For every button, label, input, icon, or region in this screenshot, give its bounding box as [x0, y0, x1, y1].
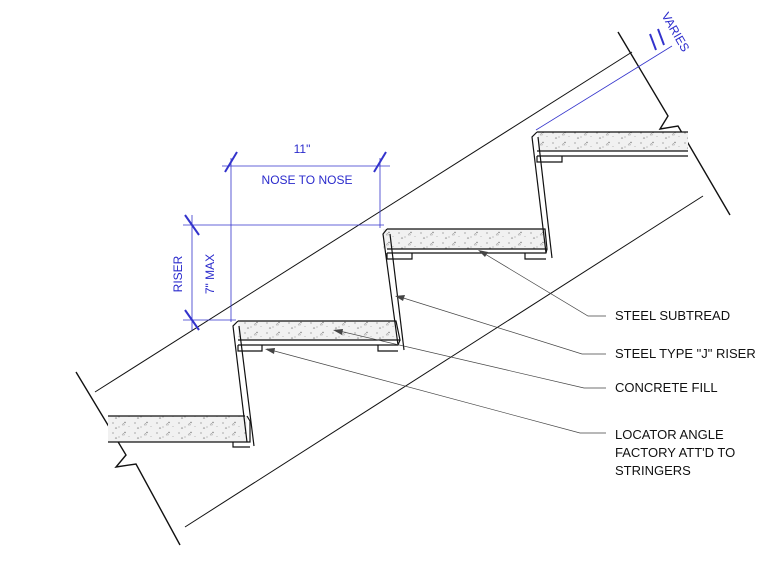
dimension-lines [183, 28, 673, 331]
leader-arrows [265, 250, 488, 354]
riser-1-j-riser [232, 320, 255, 447]
locator-angle-3 [386, 253, 413, 260]
locator-angle-2b [377, 345, 398, 352]
riser-dim-label: RISER [171, 255, 185, 292]
varies-dim-tick-1 [649, 33, 657, 51]
riser-dim-value: 7" MAX [203, 254, 217, 294]
concrete-fill-arrow [333, 329, 343, 335]
locator-angle-4 [536, 156, 563, 163]
riser-dim-tick-bottom [184, 309, 200, 331]
callout-locator-angle-line2: FACTORY ATT'D TO [615, 445, 735, 460]
tread-dim-label: NOSE TO NOSE [262, 173, 353, 187]
callout-concrete-fill: CONCRETE FILL [615, 380, 718, 395]
callout-locator-angle-line3: STRINGERS [615, 463, 691, 478]
locator-angle-3b [524, 253, 546, 260]
concrete-fill-tread-2 [238, 321, 396, 340]
steel-subtread-arrow [478, 250, 488, 257]
upper-stringer-line [94, 51, 633, 393]
callout-j-riser: STEEL TYPE "J" RISER [615, 346, 756, 361]
locator-angle-arrow [265, 348, 275, 354]
varies-dim-tick-2 [657, 28, 665, 46]
steel-pans [108, 131, 688, 447]
locator-angle-leader [266, 348, 606, 434]
steel-subtread-leader [479, 250, 606, 317]
tread-dim-tick-right [373, 151, 387, 173]
j-riser-leader [396, 295, 606, 355]
tread-dim-value: 11" [294, 142, 311, 156]
lower-stringer-line [184, 195, 704, 528]
stringers [94, 51, 704, 528]
tread-1-pan [108, 415, 251, 443]
j-riser-arrow [395, 295, 405, 301]
varies-dim-label: VARIES [659, 10, 693, 54]
left-break-line [75, 371, 181, 546]
concrete-fill-tread-1 [108, 416, 247, 442]
concrete-fill-tread-3 [383, 229, 546, 249]
riser-dim-tick-top [184, 214, 200, 236]
locator-angles [232, 156, 563, 448]
locator-angle-2 [237, 345, 263, 352]
callout-steel-subtread: STEEL SUBTREAD [615, 308, 730, 323]
locator-angle-1 [232, 442, 250, 448]
callout-locator-angle-line1: LOCATOR ANGLE [615, 427, 724, 442]
callout-leaders [266, 250, 606, 434]
riser-3-j-riser [531, 131, 553, 259]
varies-dim-line [535, 45, 673, 131]
concrete-fill-leader [334, 329, 606, 389]
right-break-line [617, 31, 731, 216]
tread-dim-tick-left [224, 151, 238, 173]
concrete-fill [108, 132, 688, 442]
concrete-fill-tread-4 [538, 132, 688, 151]
